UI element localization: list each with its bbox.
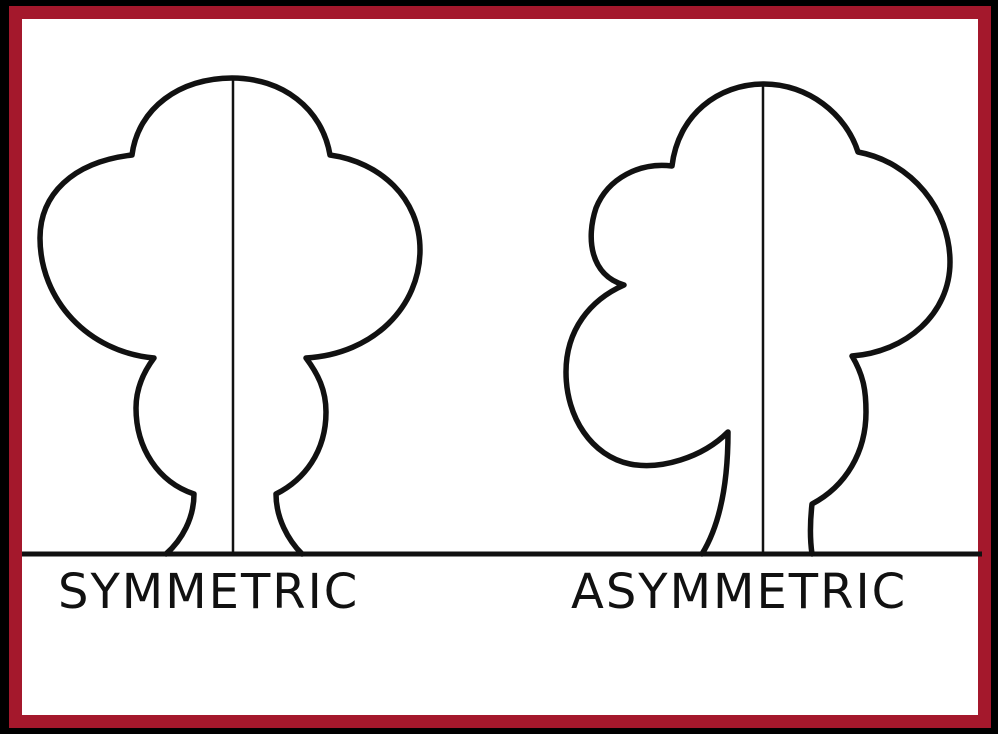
- asymmetric-tree-outline: [566, 84, 950, 554]
- symmetric-tree-outline: [40, 78, 420, 554]
- asymmetric-label: ASYMMETRIC: [571, 568, 907, 616]
- symmetric-label: SYMMETRIC: [58, 568, 359, 616]
